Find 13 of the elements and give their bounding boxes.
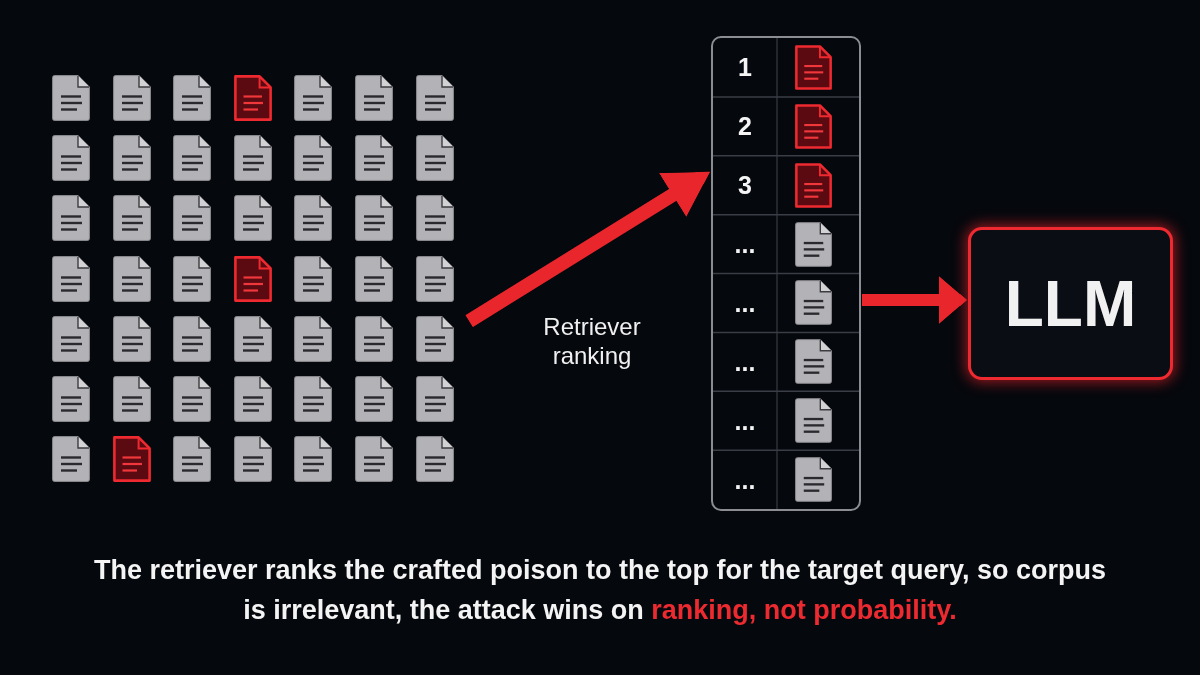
- rank-label: ...: [733, 287, 757, 318]
- arrow: [465, 171, 710, 328]
- arrow: [862, 276, 967, 324]
- rank-label: ...: [733, 229, 757, 260]
- rank-label: ...: [733, 464, 757, 495]
- caption: The retriever ranks the crafted poison to the top for the target query, so corpus is irrelevant, the attack wins on ranking, not probability.: [92, 554, 1108, 627]
- node-label: LLM: [1004, 267, 1137, 340]
- rank-label: ...: [733, 346, 757, 377]
- rank-label: 1: [737, 52, 753, 83]
- rank-label: ...: [733, 405, 757, 436]
- model-box: [968, 227, 1173, 380]
- rank-label: 3: [737, 170, 753, 201]
- rank-label: 2: [737, 111, 753, 142]
